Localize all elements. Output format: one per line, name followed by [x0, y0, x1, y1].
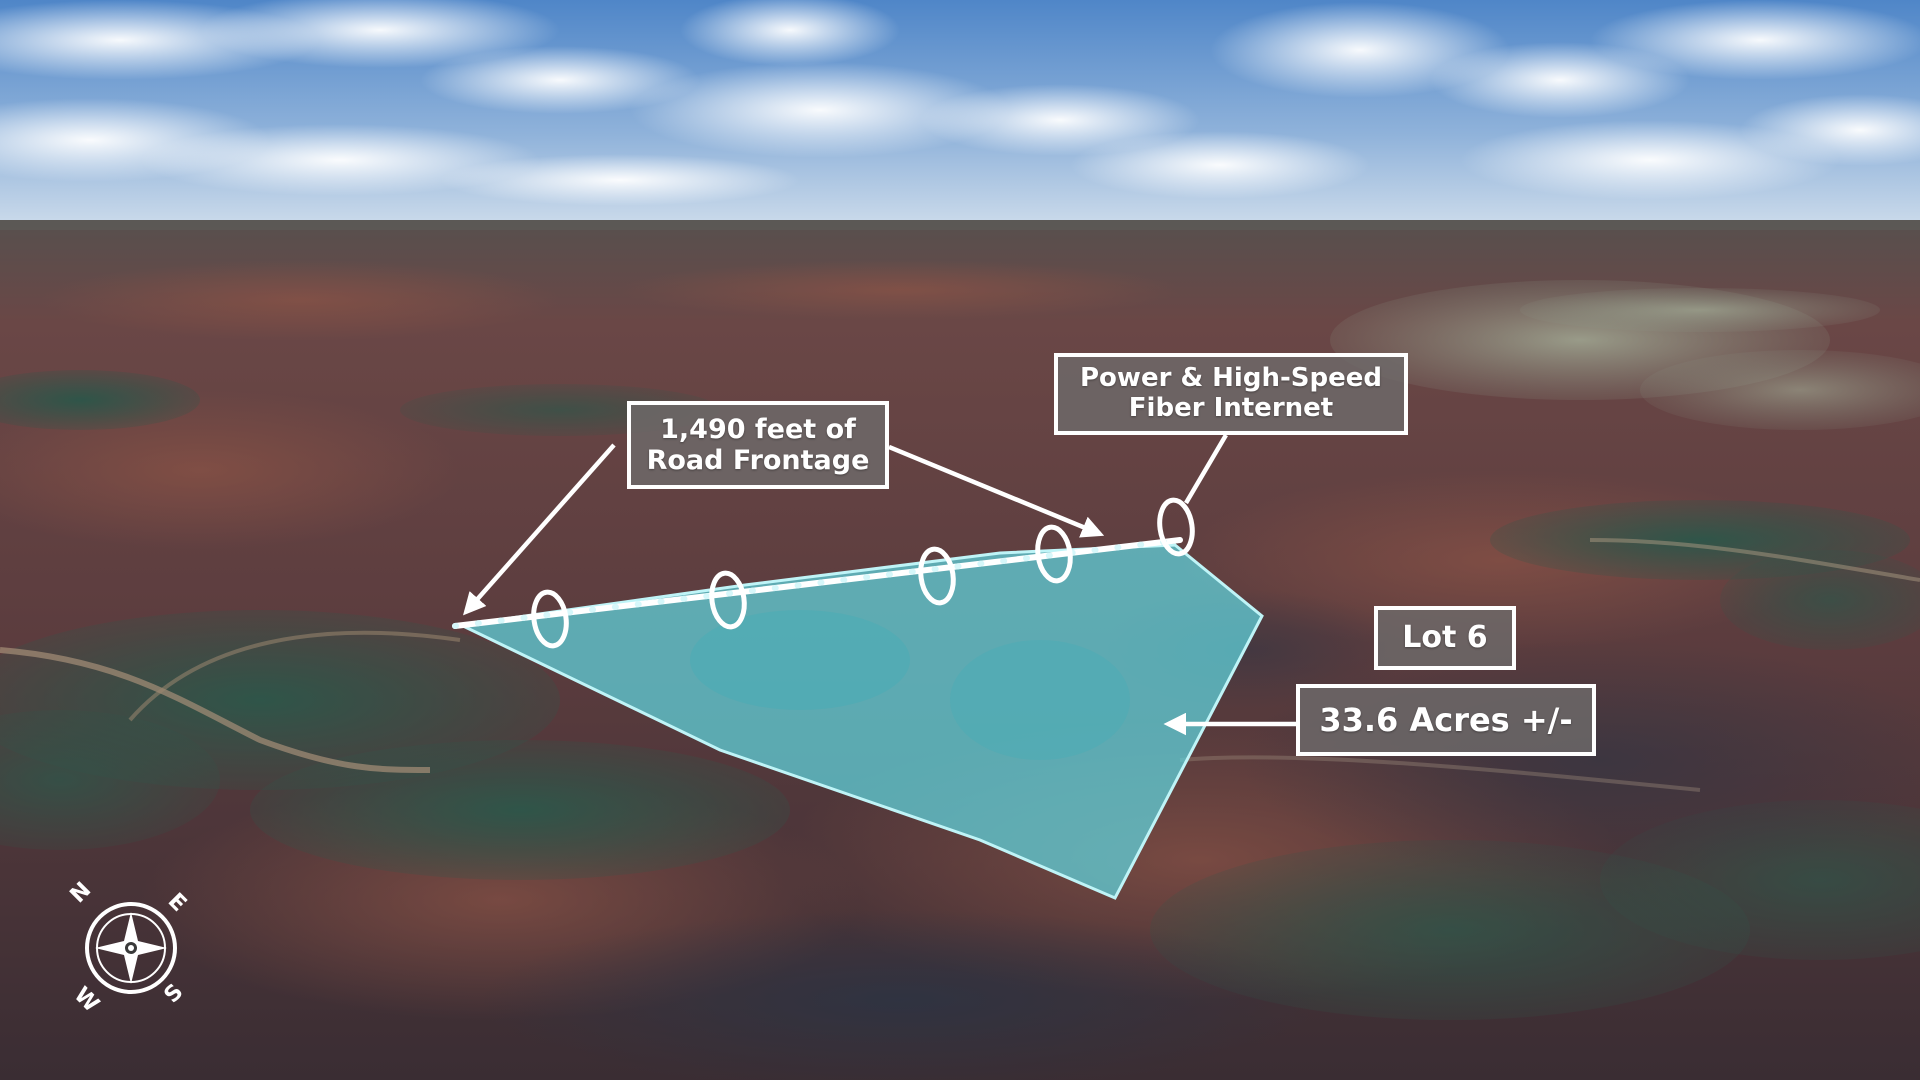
- road-frontage-line2: Road Frontage: [646, 445, 870, 476]
- ellipse-marker-icon: [918, 546, 956, 606]
- ellipse-marker-icon: [1035, 524, 1073, 584]
- clouds: [0, 0, 1920, 206]
- utilities-label: Power & High-Speed Fiber Internet: [1054, 353, 1408, 435]
- terrain-texture: [0, 260, 1920, 1080]
- ellipse-marker-icon: [709, 570, 747, 630]
- lot-number-label: Lot 6: [1374, 606, 1516, 670]
- utilities-line2: Fiber Internet: [1128, 393, 1334, 423]
- lot-number-text: Lot 6: [1402, 619, 1488, 655]
- callout-arrows: [463, 433, 1296, 736]
- lot-6-parcel[interactable]: [455, 543, 1264, 900]
- road-frontage-label: 1,490 feet of Road Frontage: [627, 401, 889, 489]
- ellipse-marker-icon: [531, 589, 569, 649]
- road-frontage-arrow-right: [888, 444, 1105, 538]
- acreage-label: 33.6 Acres +/-: [1296, 684, 1596, 756]
- utility-markers: [531, 497, 1195, 649]
- parcel-texture: [950, 640, 1130, 760]
- road-frontage-line: [452, 537, 1183, 629]
- ellipse-marker-icon: [1157, 497, 1195, 557]
- road-frontage-arrow-left: [463, 443, 616, 616]
- road-frontage-line1: 1,490 feet of: [660, 413, 856, 445]
- utilities-pointer: [1184, 433, 1228, 505]
- utilities-line1: Power & High-Speed: [1080, 363, 1382, 394]
- acreage-text: 33.6 Acres +/-: [1319, 700, 1573, 739]
- parcel-texture: [690, 610, 910, 710]
